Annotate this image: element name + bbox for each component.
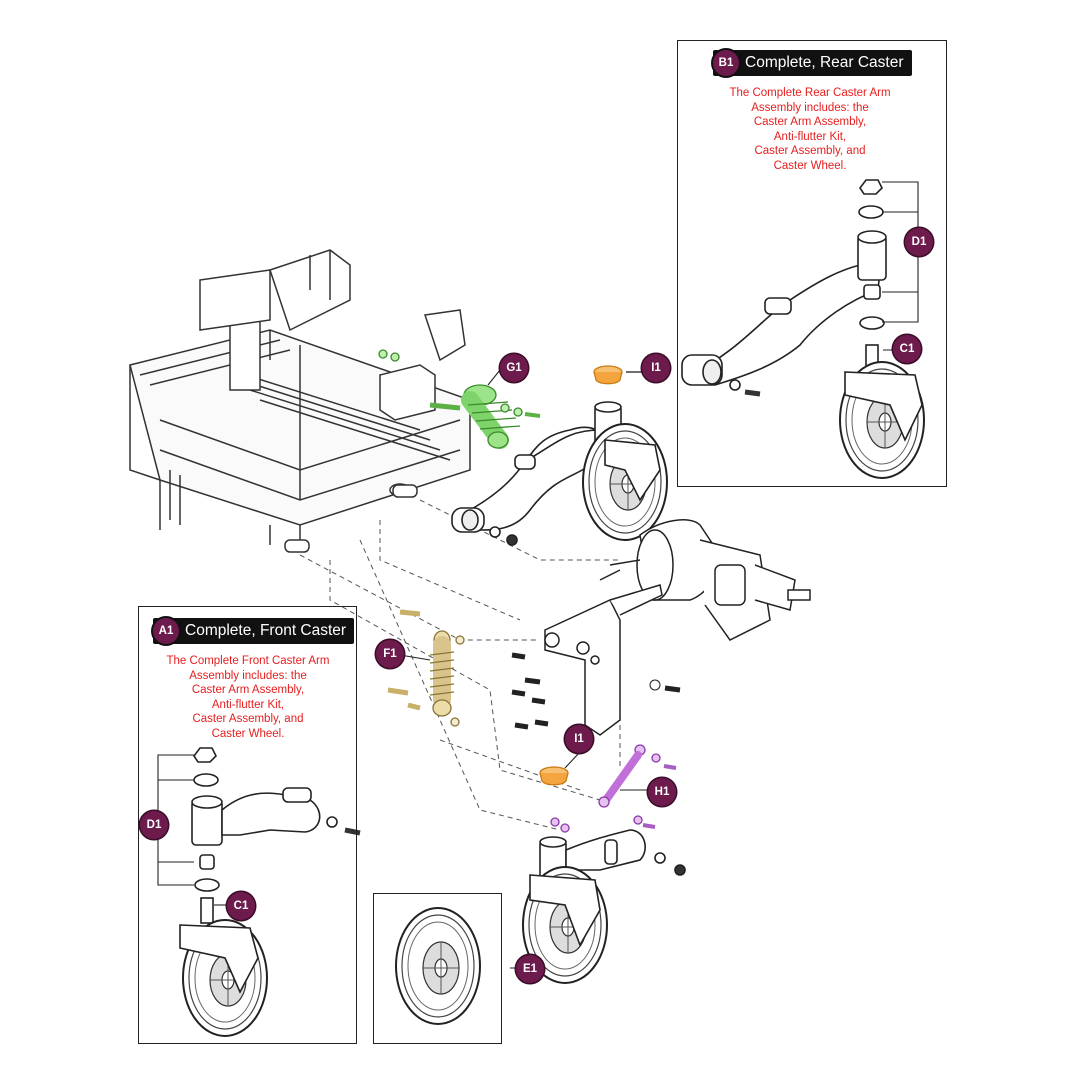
rear-inset-title: B1 Complete, Rear Caster xyxy=(713,50,912,76)
f1-callout: F1 xyxy=(376,640,404,668)
front-caster-inset xyxy=(138,606,357,1044)
g1-callout: G1 xyxy=(500,354,528,382)
i1-mid-callout: I1 xyxy=(565,725,593,753)
b1-callout: B1 xyxy=(713,50,739,76)
a1-callout: A1 xyxy=(153,618,179,644)
bracket-bolts xyxy=(511,652,681,730)
rear-caster-inset xyxy=(677,40,947,487)
front-inset-note: The Complete Front Caster Arm Assembly i… xyxy=(166,655,330,740)
f1-part xyxy=(387,609,465,727)
front-inset-fork xyxy=(179,924,259,994)
rear-inset-note: The Complete Rear Caster Arm Assembly in… xyxy=(729,87,891,172)
i1-top-part xyxy=(593,365,646,385)
d1-rear-callout: D1 xyxy=(905,228,933,256)
mounting-bracket xyxy=(544,584,663,736)
i1-top-callout: I1 xyxy=(642,354,670,382)
main-frame xyxy=(129,249,471,553)
h1-callout: H1 xyxy=(648,778,676,806)
front-inset-art xyxy=(191,747,361,924)
c1-front-callout: C1 xyxy=(227,892,255,920)
g1-part xyxy=(378,349,541,449)
e1-callout: E1 xyxy=(516,955,544,983)
front-caster-fork xyxy=(529,874,601,947)
wheel-inset xyxy=(373,893,502,1044)
rear-inset-art xyxy=(681,179,887,397)
front-inset-title-text: Complete, Front Caster xyxy=(185,622,347,639)
h1-part xyxy=(550,744,677,833)
i1-mid-part xyxy=(539,766,569,786)
d1-front-callout: D1 xyxy=(140,811,168,839)
rear-inset-title-text: Complete, Rear Caster xyxy=(745,54,904,71)
front-inset-title: A1 Complete, Front Caster xyxy=(153,618,355,644)
rear-inset-fork xyxy=(844,371,923,442)
c1-rear-callout: C1 xyxy=(893,335,921,363)
rear-caster-fork xyxy=(604,439,661,502)
motor-gearbox xyxy=(599,519,811,641)
